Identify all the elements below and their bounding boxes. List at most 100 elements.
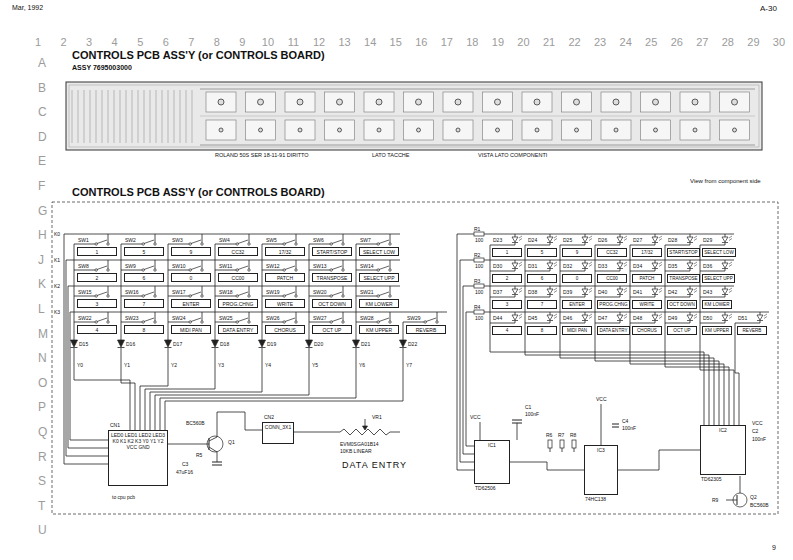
schematic-line [585,260,586,263]
schematic-line [612,424,619,425]
reference-designator: SW28 [360,315,374,321]
section-title: CONTROLS PCB ASS'Y (or CONTROLS BOARD) [72,186,325,199]
switch-label-box: SW153 [77,299,117,308]
schematic-line [259,347,266,348]
schematic-line [515,260,516,263]
diode-symbol [165,340,172,347]
schematic-line [390,260,391,269]
reference-designator: D39 [563,289,572,295]
schematic-wire [66,260,108,456]
schematic-line [490,297,515,298]
schematic-line [460,260,734,261]
reference-designator: D47 [598,315,607,321]
schematic-line [191,292,201,296]
schematic-line [74,270,95,271]
reference-designator: D31 [528,263,537,269]
led-label-box: D29SELECT LOW [702,248,736,257]
schematic-wire [466,312,474,446]
reference-designator: D41 [633,289,642,295]
schematic-line [108,234,109,243]
grid-letter: Q [38,425,47,439]
led-label: 4 [493,328,521,334]
schematic-line [121,270,142,271]
led-label-box: D42OCT DOWN [667,300,697,309]
signal-name: Y3 [218,362,224,368]
switch-label: 2 [78,275,116,281]
diode-symbol [118,340,125,347]
schematic-wire [735,323,739,425]
schematic-line [729,262,732,264]
schematic-line [343,234,344,243]
grid-number: 14 [364,36,376,49]
switch-label: KM LOWER [360,301,398,307]
reference-designator: SW7 [360,237,371,243]
schematic-line [519,317,522,319]
schematic-wire [121,348,135,430]
pad [535,128,539,132]
schematic-line [729,236,732,238]
switch-label-box: SW14SELECT UPP [359,273,399,282]
schematic-line [589,262,592,264]
schematic-line [519,288,522,290]
schematic-line [585,286,586,289]
schematic-line [620,260,621,263]
led-symbol [547,289,553,294]
terminal-symbol [107,243,109,245]
led-label: 7 [528,302,556,308]
schematic-line [102,90,103,143]
switch-label: PATCH [266,275,304,281]
component-label: R8 [570,432,576,438]
schematic-wire [460,260,474,462]
led-label: 3 [493,302,521,308]
schematic-line [589,239,592,241]
led-label: 17/32 [633,250,661,256]
led-symbol [687,289,693,294]
schematic-line [726,500,737,501]
schematic-line [624,314,627,316]
schematic-line [215,270,236,271]
schematic-line [560,297,585,298]
schematic-line [90,90,91,143]
schematic-line [725,286,726,289]
grid-number: 4 [112,36,118,49]
connector-wire [510,462,584,470]
schematic-line [120,90,121,143]
component-label: 100nF [752,436,766,442]
grid-letter: U [38,523,47,537]
component-label: DATA ENTRY [342,460,407,471]
grid-number: 12 [313,36,325,49]
grid-number: 19 [492,36,504,49]
terminal-symbol [107,321,109,323]
schematic-line [262,244,283,245]
schematic-line [209,438,210,450]
schematic-line [212,462,222,463]
led-label: WRITE [633,302,661,308]
reference-designator: SW14 [360,263,374,269]
schematic-line [156,90,157,143]
switch-label: WRITE [266,301,304,307]
terminal-symbol [201,269,203,271]
reference-designator: D19 [267,341,276,347]
switch-label: REVERB [407,327,445,333]
component-label: 9 [772,544,776,552]
schematic-line [72,90,73,143]
terminal-symbol [107,295,109,297]
reference-designator: SW1 [78,237,89,243]
switch-footprint [443,92,473,112]
led-label-box: D39ENTER [562,300,592,309]
schematic-line [84,90,85,143]
schematic-line [601,404,602,445]
reference-designator: IC2 [701,427,745,433]
schematic-line [249,260,250,269]
schematic-wire [463,286,474,454]
led-symbol [652,263,658,268]
schematic-line [554,314,557,316]
schematic-line [191,240,201,244]
grid-letter: P [38,400,46,414]
component-label: C3 [182,461,188,467]
pad [733,128,737,132]
schematic-line [550,234,551,237]
led-footprint [206,120,236,140]
schematic-line [202,260,203,269]
